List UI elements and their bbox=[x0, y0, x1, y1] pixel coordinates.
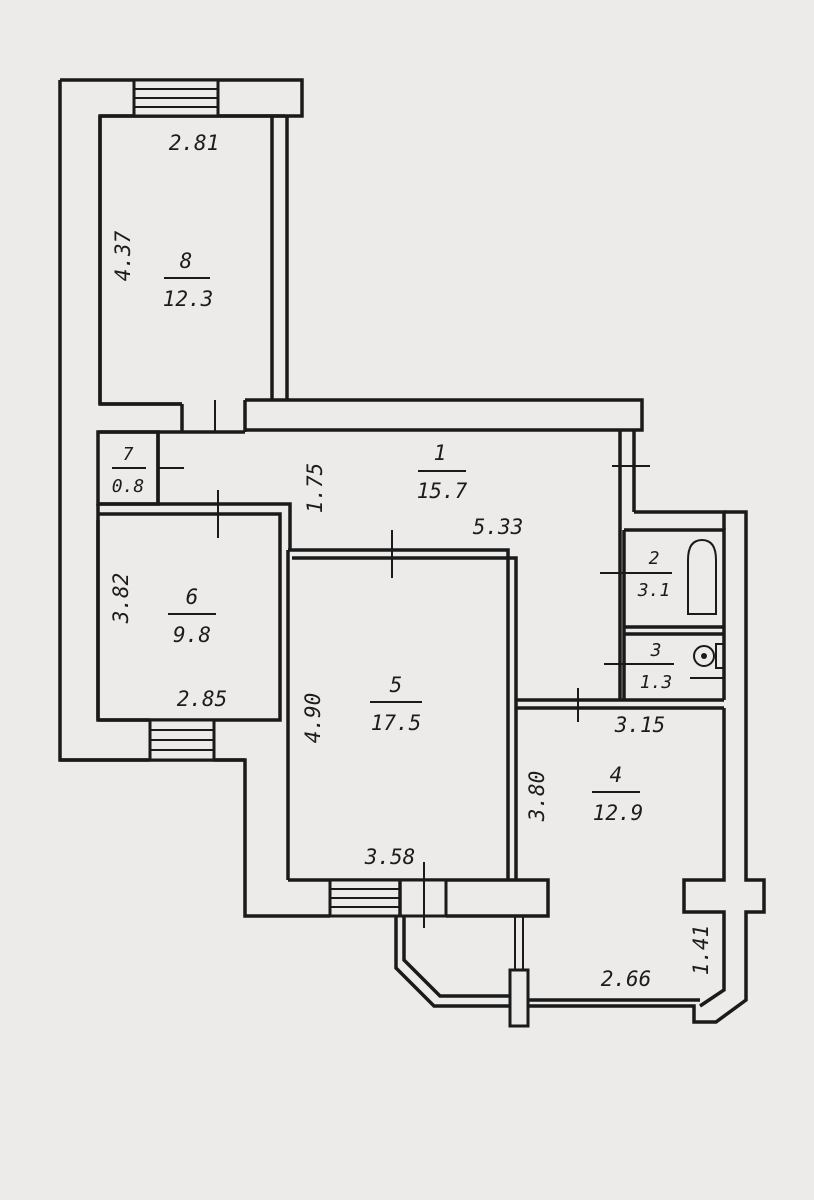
room-7-area: 0.8 bbox=[112, 476, 145, 497]
room-5-area: 17.5 bbox=[371, 711, 422, 735]
room-8-label: 8 12.3 bbox=[163, 249, 214, 311]
room-4-number: 4 bbox=[610, 763, 623, 787]
dim-room-4-top: 3.15 bbox=[614, 713, 666, 737]
room-1-number: 1 bbox=[434, 441, 447, 465]
room-6-label: 6 9.8 bbox=[168, 585, 216, 647]
room-8-number: 8 bbox=[180, 249, 193, 273]
room-3-label: 3 1.3 bbox=[638, 640, 674, 693]
dim-room-4-side: 1.41 bbox=[689, 925, 713, 976]
room-6-area: 9.8 bbox=[173, 623, 211, 647]
room-2-label: 2 3.1 bbox=[636, 548, 672, 601]
room-1-label: 1 15.7 bbox=[417, 441, 468, 503]
room-2-area: 3.1 bbox=[637, 580, 671, 601]
dim-room-6-length: 3.82 bbox=[109, 573, 133, 625]
dim-room-5-width: 3.58 bbox=[364, 845, 416, 869]
dim-room-8-length: 4.37 bbox=[111, 230, 135, 281]
room-4-label: 4 12.9 bbox=[592, 763, 643, 825]
window-room-5 bbox=[328, 862, 448, 928]
bathtub-icon bbox=[687, 538, 717, 615]
dim-room-1-depth: 1.75 bbox=[303, 463, 327, 514]
room-5-label: 5 17.5 bbox=[370, 673, 422, 735]
dim-room-1-length: 5.33 bbox=[473, 515, 524, 539]
room-4-walls bbox=[516, 510, 766, 1024]
room-1-area: 15.7 bbox=[417, 479, 468, 503]
room-3-area: 1.3 bbox=[640, 672, 673, 693]
room-2-number: 2 bbox=[649, 548, 660, 569]
room-7-label: 7 0.8 bbox=[112, 444, 146, 497]
room-3-number: 3 bbox=[650, 640, 662, 661]
window-room-8 bbox=[132, 78, 220, 118]
room-4-area: 12.9 bbox=[593, 801, 644, 825]
dim-room-8-width: 2.81 bbox=[169, 131, 220, 155]
room-7-number: 7 bbox=[123, 444, 134, 465]
dim-room-5-length: 4.90 bbox=[301, 693, 325, 744]
room-5-number: 5 bbox=[390, 673, 403, 697]
window-room-6 bbox=[148, 718, 216, 762]
balcony-bay bbox=[394, 916, 530, 1028]
dim-room-4-bottom: 2.66 bbox=[601, 967, 652, 991]
toilet-icon bbox=[690, 643, 725, 679]
room-8-area: 12.3 bbox=[163, 287, 214, 311]
dim-room-6-width: 2.85 bbox=[177, 687, 228, 711]
room-6-number: 6 bbox=[186, 585, 199, 609]
dim-room-4-length: 3.80 bbox=[525, 771, 549, 823]
